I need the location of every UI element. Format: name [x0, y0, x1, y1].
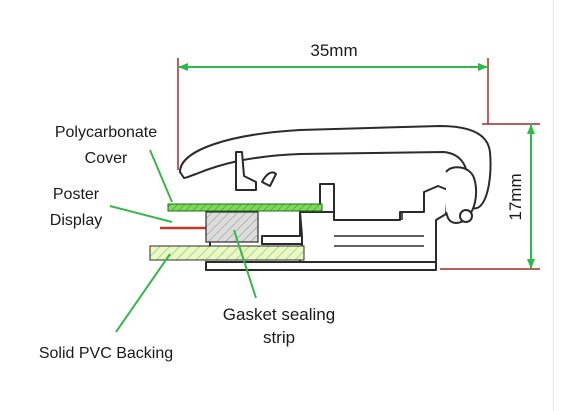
width-arrowhead-right [478, 63, 488, 71]
gasket-label-line2: strip [263, 328, 295, 347]
leader-poster [109, 205, 173, 223]
leader-gasket [233, 229, 257, 299]
height-arrowhead-bottom [527, 259, 535, 269]
snap-cover-arm [179, 125, 492, 210]
frame-hook [445, 166, 478, 224]
leader-polycarbonate [149, 149, 173, 203]
frame-hook-ring [459, 209, 473, 223]
gasket-label-line1: Gasket sealing [223, 305, 335, 324]
callout-labels: Polycarbonate Cover Poster Display Gaske… [39, 124, 335, 362]
polycarbonate-label-line1: Polycarbonate [55, 124, 157, 141]
height-dimension-label: 17mm [506, 173, 525, 220]
cover-clip-tooth [261, 171, 277, 187]
width-arrowhead-left [178, 63, 188, 71]
height-dimension: 17mm [440, 123, 540, 270]
poster-label-line1: Poster [53, 186, 100, 203]
pvc-backing-sheet [149, 245, 305, 261]
right-edge-rule [553, 0, 554, 411]
polycarbonate-label-line2: Cover [85, 150, 128, 167]
height-arrowhead-top [527, 124, 535, 134]
polycarbonate-cover-sheet [167, 203, 323, 212]
frame-bottom-flange [205, 261, 437, 271]
cover-hinge-rib [235, 151, 257, 191]
leader-lines [109, 149, 257, 333]
width-dimension-label: 35mm [310, 41, 357, 60]
frame-inner-lines [334, 212, 424, 247]
gasket-sealing-strip [205, 211, 259, 243]
pvc-label: Solid PVC Backing [39, 345, 173, 362]
width-dimension: 35mm [177, 41, 489, 170]
poster-label-line2: Display [50, 212, 102, 229]
leader-pvc [115, 253, 171, 333]
